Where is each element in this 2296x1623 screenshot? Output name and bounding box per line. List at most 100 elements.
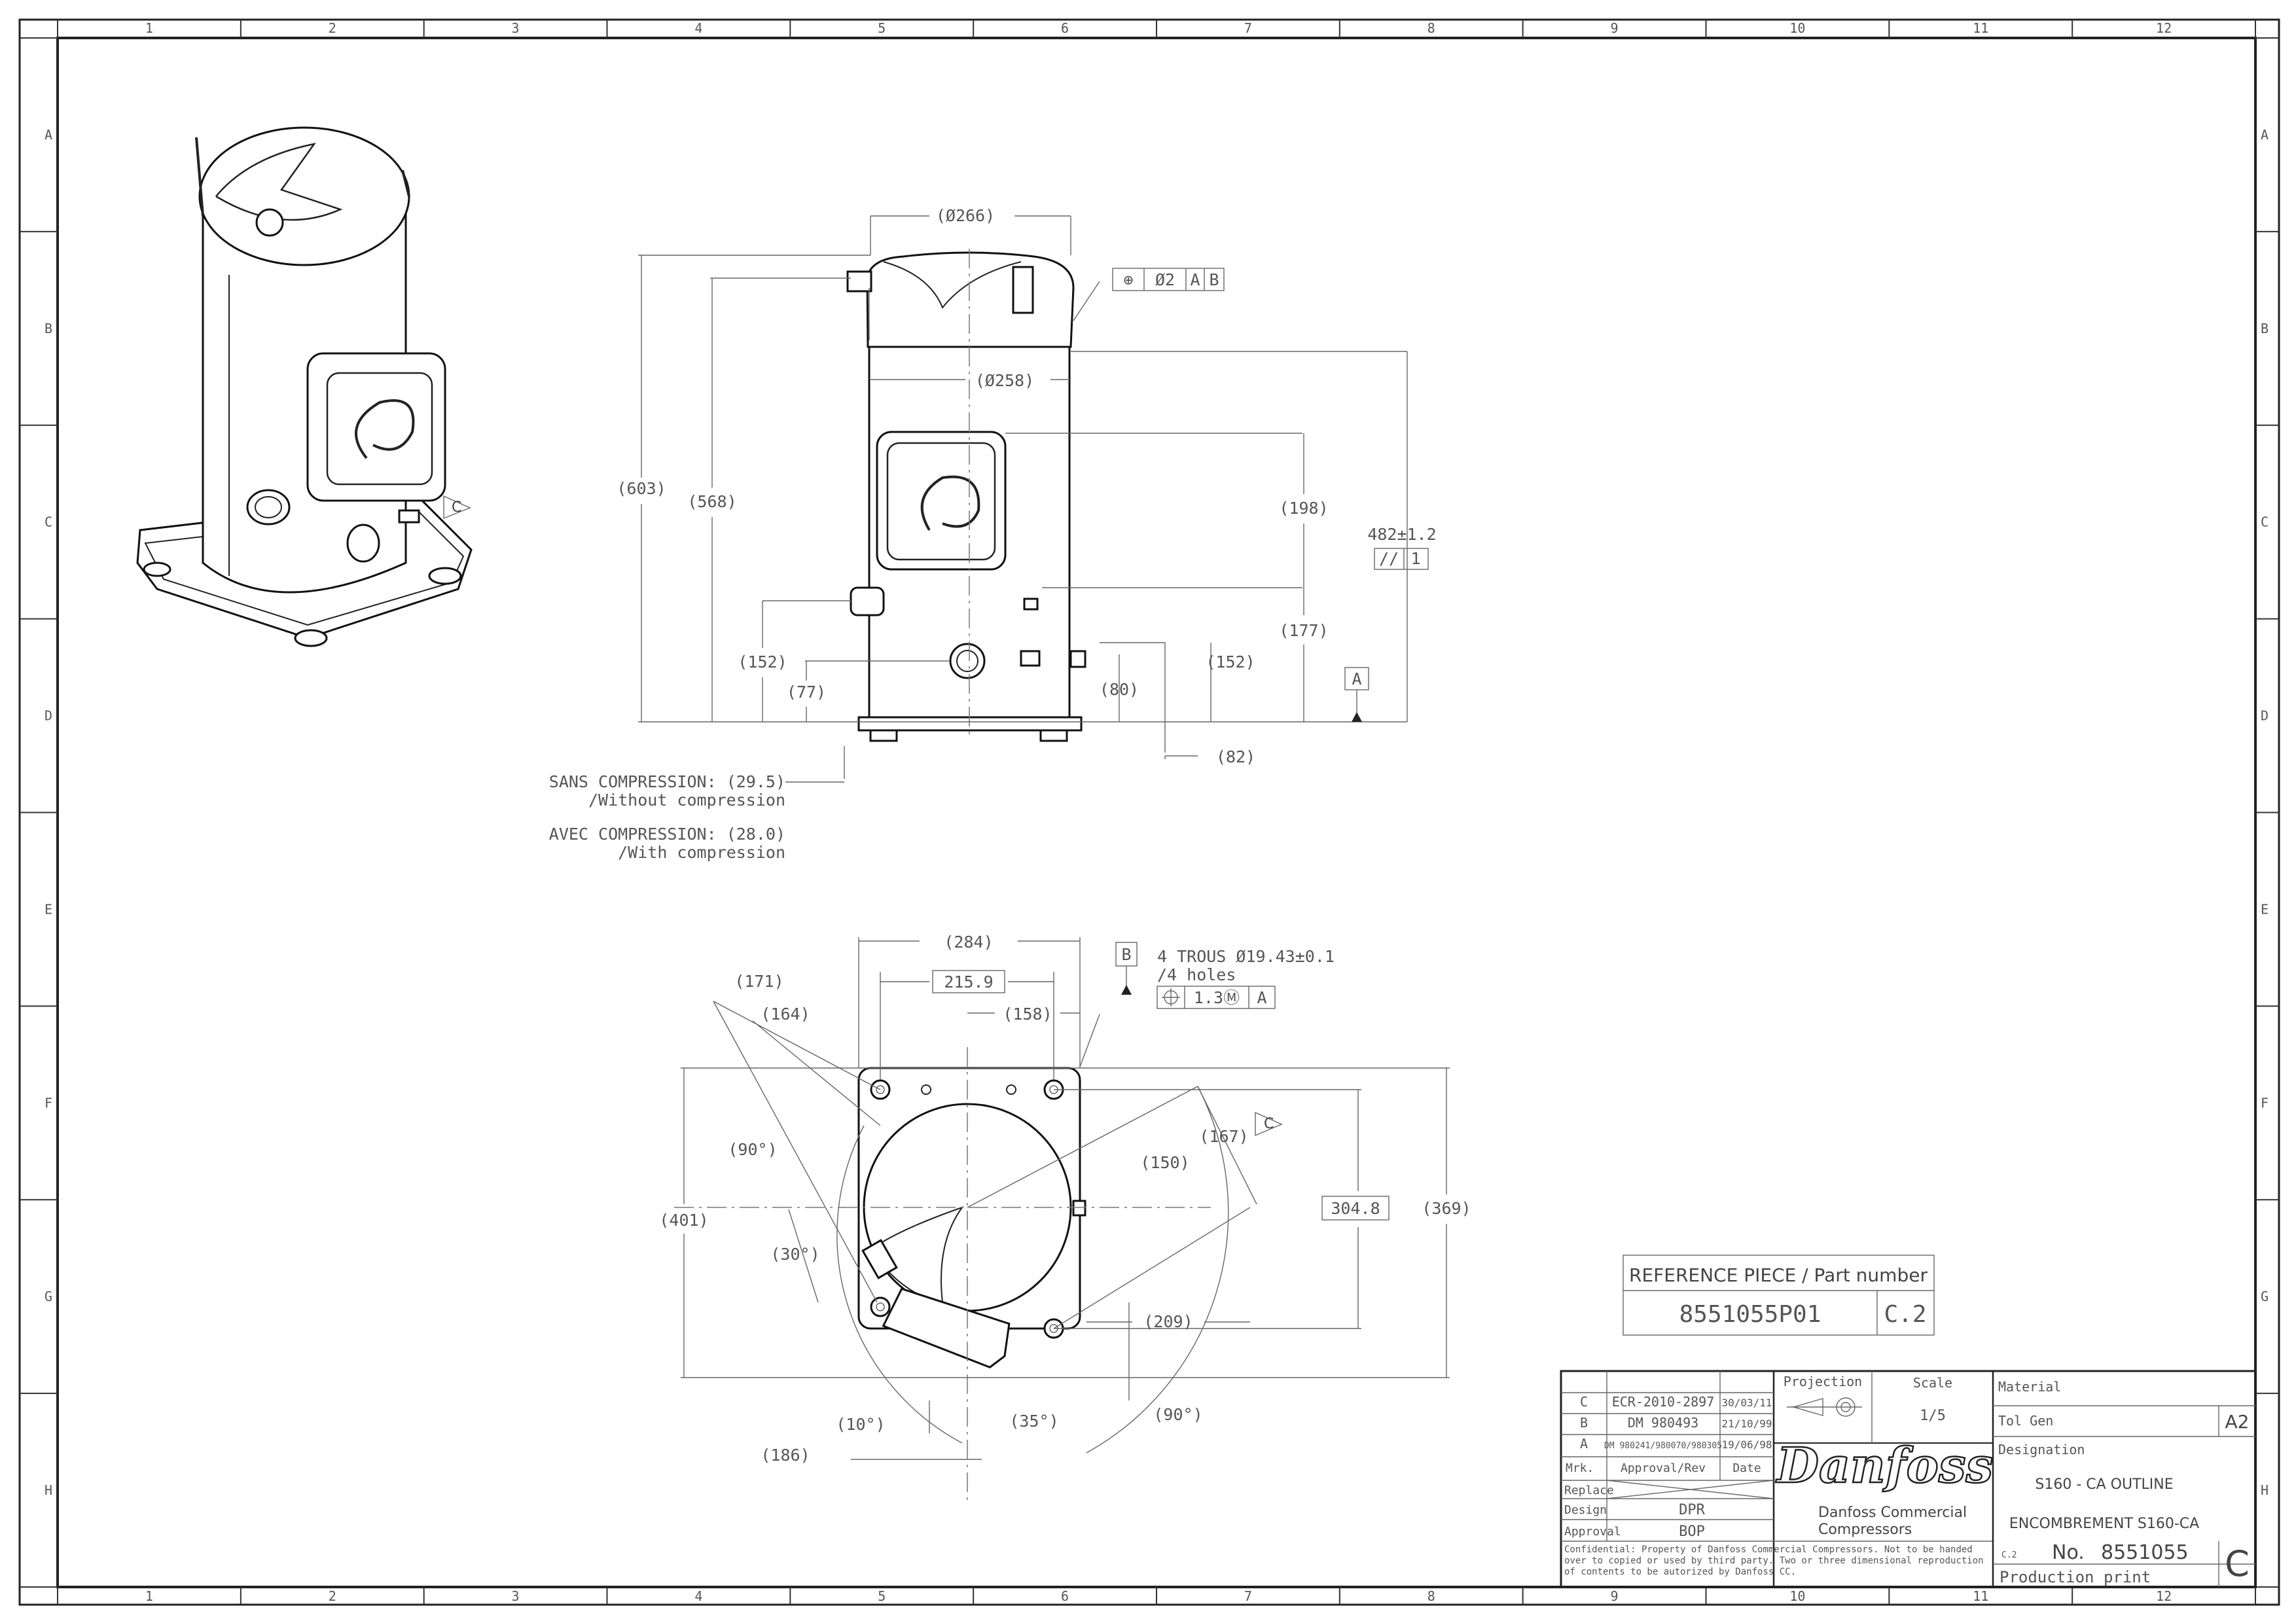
dim-568: (568) — [687, 492, 736, 511]
top-view: (284) 215.9 (158) (171) (164) (90°) (401… — [659, 933, 1471, 1505]
reference-piece: REFERENCE PIECE / Part number 8551055P01… — [1623, 1255, 1935, 1336]
front-view: (Ø266) (Ø258) (603) (568) (198) (177) (1… — [549, 206, 1437, 862]
grid-row-label-right: G — [2261, 1289, 2269, 1304]
grid-row-label-left: D — [45, 708, 52, 724]
grid-col-label-bottom: 11 — [1973, 1588, 1988, 1604]
top-flag-c: C — [1264, 1116, 1274, 1132]
design-value: DPR — [1679, 1502, 1705, 1518]
grid-col-label-bottom: 5 — [878, 1588, 886, 1604]
grid-col-label-bottom: 7 — [1244, 1588, 1252, 1604]
dim-603: (603) — [617, 479, 666, 498]
grid-col-label-bottom: 3 — [512, 1588, 520, 1604]
revision-date: 19/06/98 — [1721, 1438, 1772, 1451]
revision-mark: C — [1580, 1394, 1588, 1410]
grid-col-label-bottom: 10 — [1789, 1588, 1805, 1604]
drawing-number: 8551055 — [2101, 1541, 2189, 1564]
grid-col-label-bottom: 2 — [329, 1588, 336, 1604]
note-with-compression: /With compression — [618, 843, 785, 862]
grid-col-label-bottom: 8 — [1427, 1588, 1435, 1604]
grid-row-label-left: G — [45, 1289, 52, 1304]
col-mark-label: Mrk. — [1566, 1461, 1594, 1475]
dim-209: (209) — [1143, 1312, 1193, 1331]
col-date-label: Date — [1732, 1461, 1761, 1475]
scale-label: Scale — [1913, 1375, 1952, 1391]
company-line-2: Compressors — [1818, 1522, 1912, 1538]
datum-b: B — [1121, 945, 1131, 964]
grid-col-label-top: 8 — [1427, 20, 1435, 36]
dim-10: (10°) — [836, 1415, 885, 1434]
revision-ref: DM 980241/980070/980305 — [1604, 1441, 1722, 1451]
reference-header: REFERENCE PIECE / Part number — [1629, 1264, 1928, 1286]
dim-35: (35°) — [1009, 1412, 1058, 1431]
grid-row-label-left: E — [45, 901, 52, 917]
confidential-note: of contents to be autorized by Danfoss C… — [1564, 1567, 1796, 1577]
note-without-compression: /Without compression — [588, 791, 785, 810]
dim-215-9: 215.9 — [944, 972, 993, 991]
revision-date: 21/10/99 — [1721, 1418, 1772, 1430]
dim-284: (284) — [944, 933, 993, 952]
company-line-1: Danfoss Commercial — [1818, 1505, 1967, 1521]
dim-369: (369) — [1422, 1199, 1471, 1218]
parallel-symbol: // — [1379, 549, 1399, 568]
scale-value: 1/5 — [1920, 1408, 1946, 1424]
datum-a: A — [1352, 669, 1361, 688]
grid-col-label-top: 4 — [694, 20, 702, 36]
approval-label: Approval — [1564, 1525, 1621, 1539]
grid-col-label-bottom: 4 — [694, 1588, 702, 1604]
dim-186: (186) — [761, 1446, 810, 1465]
parallel-tolerance: 1 — [1410, 549, 1420, 568]
grid-col-label-top: 1 — [145, 20, 153, 36]
dim-152-left: (152) — [738, 652, 787, 671]
position-symbol: ⊕ — [1123, 270, 1133, 289]
holes-position-tolerance: 1.3Ⓜ — [1194, 988, 1240, 1007]
part-revision: C.2 — [1884, 1301, 1926, 1328]
tol-gen-label: Tol Gen — [1998, 1413, 2053, 1429]
grid-col-label-top: 7 — [1244, 20, 1252, 36]
grid-row-label-right: D — [2261, 708, 2269, 724]
dim-30: (30°) — [770, 1245, 819, 1264]
grid-col-label-top: 6 — [1061, 20, 1069, 36]
grid-col-label-top: 5 — [878, 20, 886, 36]
replace-label: Replace — [1564, 1484, 1614, 1497]
grid-row-label-right: C — [2261, 514, 2269, 530]
dim-171: (171) — [734, 972, 783, 991]
material-label: Material — [1998, 1379, 2061, 1395]
revision-ref: ECR-2010-2897 — [1612, 1394, 1715, 1410]
grid-row-label-left: H — [45, 1482, 52, 1498]
dim-482: 482±1.2 — [1367, 525, 1436, 544]
dim-82: (82) — [1216, 747, 1255, 766]
production-print: Production print — [2000, 1568, 2151, 1586]
grid-col-label-top: 9 — [1611, 20, 1619, 36]
grid-row-label-right: E — [2261, 901, 2269, 917]
iso-flag-c: C — [452, 499, 461, 516]
design-label: Design — [1564, 1503, 1607, 1517]
confidential-note: Confidential: Property of Danfoss Commer… — [1564, 1544, 1973, 1555]
note-sans-compression: SANS COMPRESSION: (29.5) — [549, 772, 785, 791]
position-datum-b: B — [1209, 270, 1219, 289]
grid-row-label-left: A — [45, 127, 52, 143]
revision-ref: DM 980493 — [1628, 1415, 1698, 1431]
dim-401: (401) — [659, 1211, 708, 1230]
grid-col-label-bottom: 9 — [1611, 1588, 1619, 1604]
isometric-view: C — [136, 126, 473, 647]
danfoss-logo: Danfoss — [1776, 1438, 1993, 1494]
drawing-revision: C — [2225, 1543, 2250, 1584]
dim-198: (198) — [1279, 499, 1328, 518]
dim-167: (167) — [1199, 1127, 1248, 1146]
number-rev-small: C.2 — [2001, 1550, 2017, 1560]
sheet-format: A2 — [2225, 1411, 2250, 1433]
col-approval-label: Approval/Rev — [1621, 1461, 1706, 1475]
dim-152-right: (152) — [1206, 652, 1255, 671]
dim-164: (164) — [761, 1005, 810, 1024]
revision-mark: B — [1580, 1415, 1588, 1431]
dim-150: (150) — [1140, 1153, 1189, 1172]
projection-label: Projection — [1784, 1374, 1862, 1389]
revision-mark: A — [1580, 1436, 1588, 1452]
position-datum-a: A — [1190, 270, 1200, 289]
designation-line-2: ENCOMBREMENT S160-CA — [2009, 1516, 2199, 1532]
dim-304-8: 304.8 — [1331, 1199, 1380, 1218]
grid-col-label-top: 12 — [2156, 20, 2172, 36]
